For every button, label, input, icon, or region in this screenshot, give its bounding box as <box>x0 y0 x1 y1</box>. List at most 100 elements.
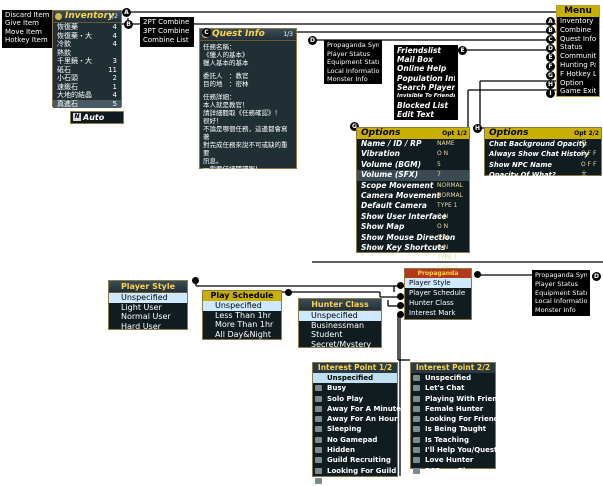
hunter-class-item[interactable]: Unspecified <box>299 311 381 321</box>
menu-item[interactable]: Monster Info <box>535 306 576 315</box>
inventory-row[interactable]: 熱飲 <box>57 48 71 57</box>
menu-item[interactable]: Propaganda Symbol <box>327 41 379 49</box>
interest-item[interactable]: Is Teaching <box>411 435 495 445</box>
option-row[interactable]: Opacity Of What?大 <box>489 171 588 180</box>
menu-item[interactable]: 3PT Combine <box>143 27 190 35</box>
menu-item[interactable]: Discard Item <box>5 11 49 19</box>
interest-item[interactable]: Let's Chat <box>411 383 495 393</box>
interest-item[interactable]: Busy <box>313 383 397 393</box>
interest-item[interactable]: Is Being Taught <box>411 424 495 434</box>
menu-item[interactable]: Equipment Status <box>535 288 587 297</box>
interest-item[interactable]: No Gamepad <box>313 435 397 445</box>
interest-item[interactable]: Female Hunter <box>411 404 495 414</box>
play-schedule-item[interactable]: Unspecified <box>203 301 281 311</box>
player-style-item[interactable]: Hard User <box>121 321 161 331</box>
hunter-class-item[interactable]: Businessman <box>311 320 365 330</box>
propaganda-item[interactable]: Hunter Class <box>409 299 454 307</box>
option-row[interactable]: Volume (BGM)5 <box>361 159 441 169</box>
menu-item[interactable]: Local Information <box>535 297 587 306</box>
menu-item[interactable]: Friendslist <box>397 46 442 55</box>
play-schedule-item[interactable]: All Day&Night <box>215 329 271 339</box>
play-schedule-window: Play Schedule Unspecified Less Than 1hr … <box>202 290 282 340</box>
interest-item[interactable]: I'll Help You/Quest <box>411 445 497 455</box>
menu-item[interactable]: Hotkey Item <box>5 35 48 44</box>
menu-item[interactable]: Population Info <box>397 73 455 83</box>
interest-item[interactable]: Unspecified <box>411 373 495 383</box>
menu-item[interactable]: Invisible To Friendslist? <box>397 93 455 100</box>
play-schedule-item[interactable]: Less Than 1hr <box>215 310 272 320</box>
menu-item[interactable]: Blocked List <box>397 101 449 111</box>
interest-item[interactable]: Guild Recruiting <box>313 455 397 465</box>
interest-item[interactable]: Sleeping <box>313 424 397 434</box>
menu-item-combine[interactable]: Combine <box>560 25 592 34</box>
interest-item[interactable]: Looking For Guild <box>313 466 397 476</box>
menu-item[interactable]: Search Player <box>397 82 455 92</box>
menu-item-hunting-party[interactable]: Hunting Party <box>560 60 596 69</box>
menu-item-status[interactable]: Status <box>560 43 583 52</box>
interest-item[interactable]: PCBang Play <box>411 466 495 476</box>
play-schedule-item[interactable]: More Than 1hr <box>215 320 274 329</box>
menu-item[interactable]: Combine List <box>143 36 189 44</box>
interest-item[interactable]: Love Hunter <box>411 455 495 465</box>
menu-item[interactable]: Propaganda Symbol <box>535 271 587 279</box>
option-row-selected[interactable]: Volume (SFX)7 <box>357 170 469 181</box>
menu-item[interactable]: Move Item <box>5 27 42 36</box>
player-style-item[interactable]: Normal User <box>121 312 171 321</box>
menu-item-inventory[interactable]: Inventory <box>560 17 594 25</box>
propaganda-item[interactable]: Interest Mark <box>409 309 456 317</box>
interest-item[interactable]: Away For A Minute <box>313 404 401 414</box>
menu-item[interactable]: Player Status <box>535 279 579 288</box>
interest-item[interactable]: Hidden <box>313 445 397 455</box>
menu-item[interactable]: Equipment Status <box>327 58 379 66</box>
menu-item[interactable]: 2PT Combine <box>143 18 190 26</box>
player-style-item[interactable]: Light User <box>121 302 162 312</box>
menu-item-quest-info[interactable]: Quest Info <box>560 34 596 43</box>
menu-item-community[interactable]: Community <box>560 52 596 61</box>
menu-item[interactable]: Give Item <box>5 19 39 28</box>
interest-item[interactable]: Beginner <box>313 476 397 486</box>
menu-item-option[interactable]: Option <box>560 78 584 87</box>
hunter-class-item[interactable]: Secret/Mystery <box>311 339 372 349</box>
interest-item[interactable]: Playing With Friends <box>411 394 506 404</box>
menu-item[interactable]: Player Status <box>327 49 371 58</box>
interest-item[interactable]: Away For An Hour <box>313 414 398 424</box>
propaganda-item[interactable]: Player Style <box>405 278 471 288</box>
interest-item[interactable]: Solo Play <box>313 394 397 404</box>
propaganda-item[interactable]: Player Schedule <box>409 289 466 297</box>
menu-item-game-exit[interactable]: Game Exit <box>560 87 596 96</box>
hunter-class-title: Hunter Class <box>299 299 381 311</box>
menu-item[interactable]: Online Help <box>397 64 447 74</box>
interest-item[interactable]: Looking For Friends <box>411 414 503 424</box>
menu-item-hotkey-list[interactable]: F Hotkey List <box>560 69 596 78</box>
menu-item[interactable]: Mail Box <box>397 55 433 65</box>
interest-item[interactable]: Unspecified <box>313 373 397 384</box>
menu-item[interactable]: Edit Text <box>397 110 434 120</box>
menu-item[interactable]: Monster Info <box>327 75 368 83</box>
menu-item[interactable]: Local Information <box>327 66 379 75</box>
hunter-class-item[interactable]: Student <box>311 330 343 339</box>
player-style-item[interactable]: Unspecified <box>109 293 187 303</box>
